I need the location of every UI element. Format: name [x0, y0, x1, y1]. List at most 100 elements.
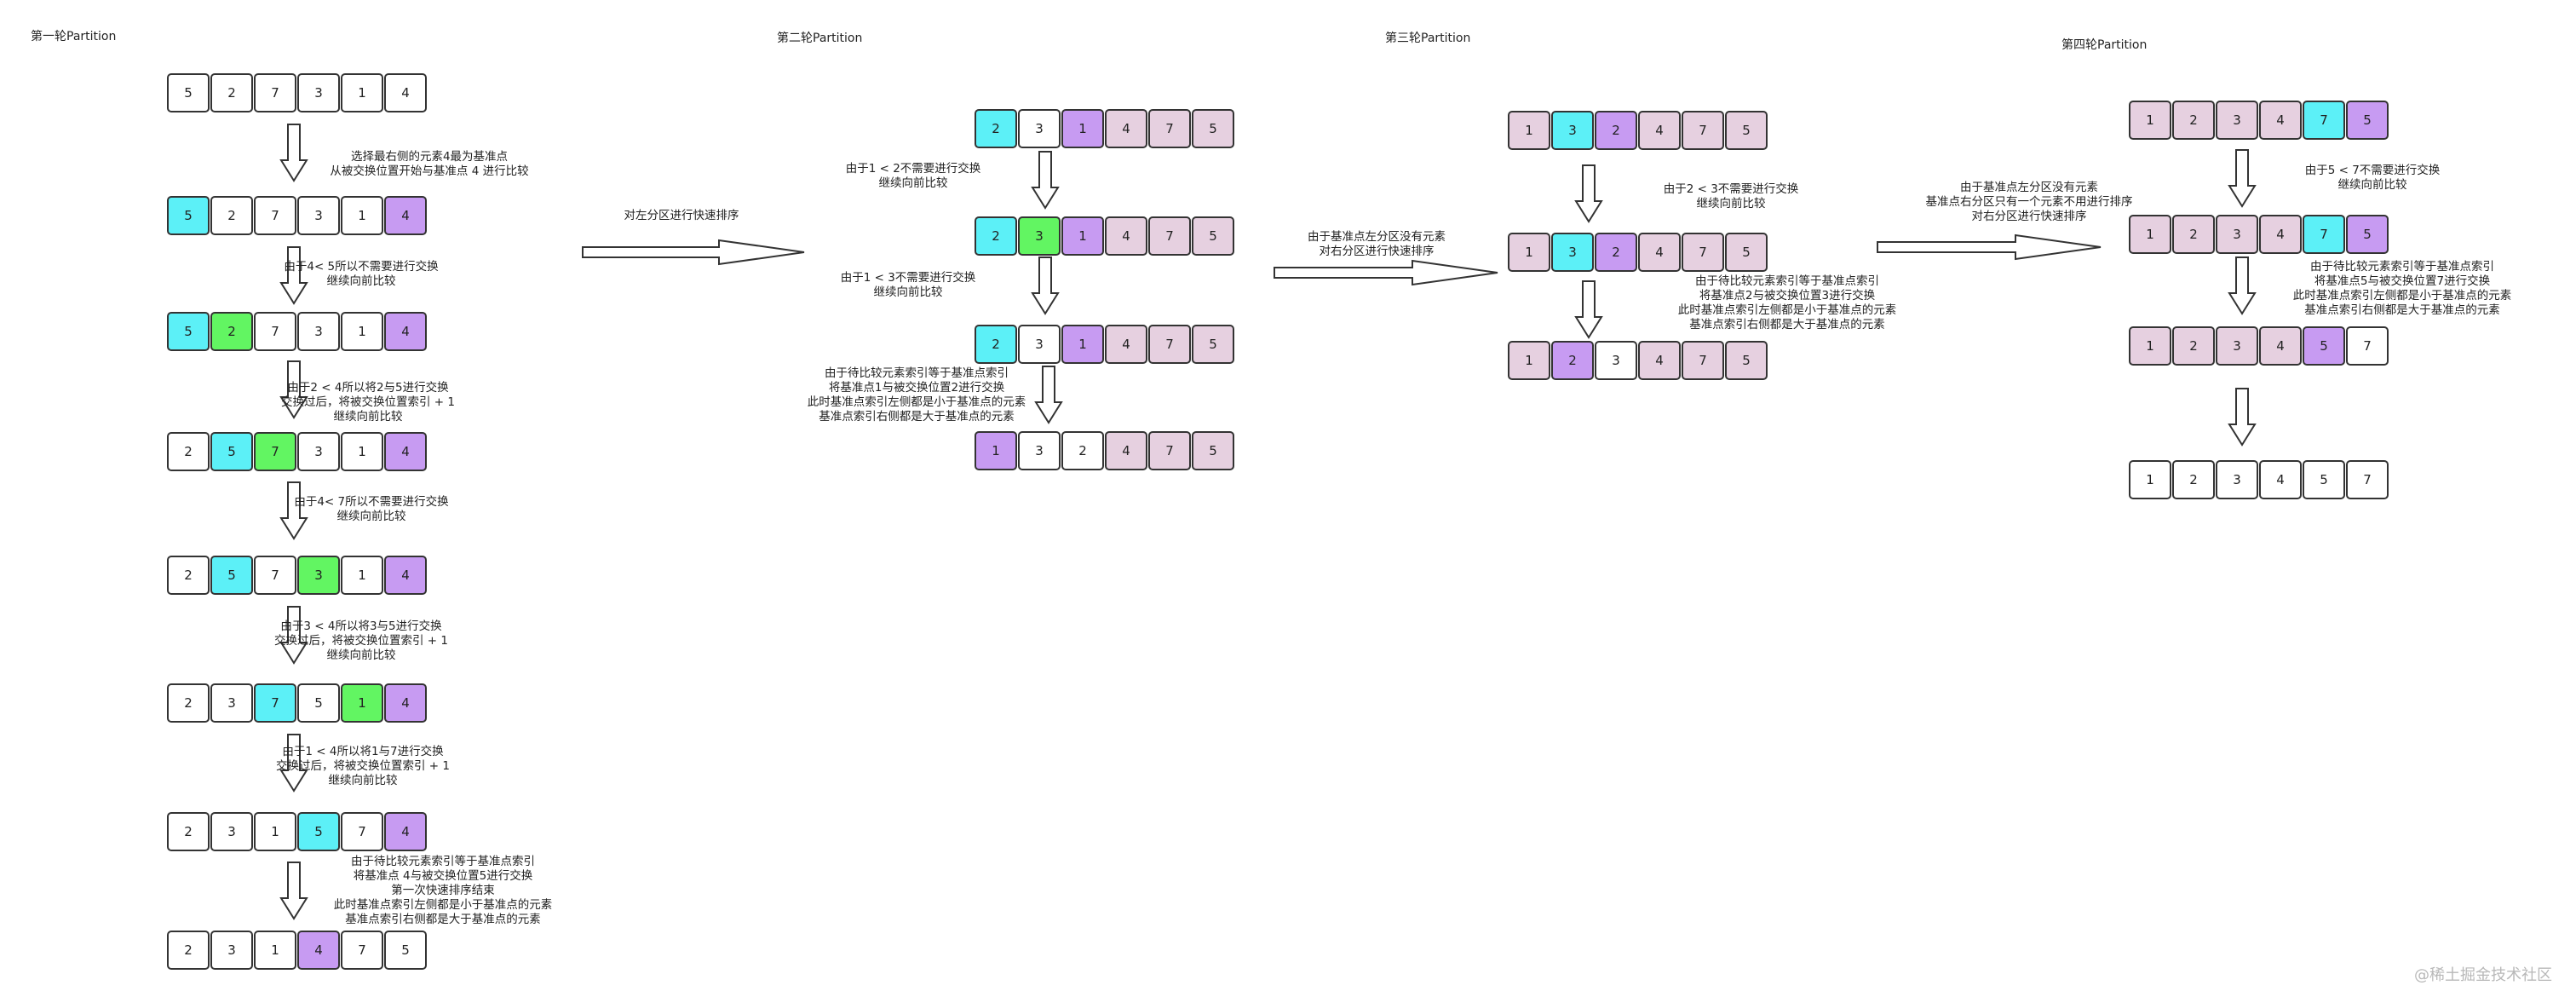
array-cell: 1 — [1508, 111, 1550, 150]
array-cell: 1 — [975, 431, 1017, 470]
note-line: 基准点右分区只有一个元素不用进行排序 — [1925, 195, 2133, 209]
array-cell: 7 — [1682, 233, 1724, 272]
watermark: @稀土掘金技术社区 — [2414, 966, 2552, 984]
array-cell: 7 — [254, 556, 296, 595]
note-line: 由于4< 7所以不需要进行交换 — [294, 495, 449, 509]
note-line: 由于待比较元素索引等于基准点索引 — [351, 855, 535, 868]
array-cell: 3 — [2216, 215, 2258, 254]
array-cell: 1 — [341, 556, 383, 595]
array-cell: 7 — [254, 73, 296, 112]
note-line: 继续向前比较 — [2337, 178, 2407, 192]
down-arrow-icon — [279, 124, 308, 182]
array-cell: 4 — [1105, 216, 1147, 256]
array-cell: 7 — [254, 683, 296, 723]
right-arrow-icon — [582, 239, 805, 266]
note-line: 由于2 < 3不需要进行交换 — [1663, 182, 1799, 196]
right-arrow-icon — [1877, 233, 2102, 261]
array-cell: 7 — [1148, 216, 1191, 256]
array-cell: 1 — [2129, 460, 2171, 499]
note-line: 将基准点 4与被交换位置5进行交换 — [353, 869, 533, 883]
step-note: 由于待比较元素索引等于基准点索引将基准点5与被交换位置7进行交换此时基准点索引左… — [2293, 260, 2512, 318]
array-cell: 4 — [2259, 326, 2302, 366]
array-cell: 2 — [210, 196, 253, 235]
note-line: 此时基准点索引左侧都是小于基准点的元素 — [807, 395, 1026, 409]
array-cell: 4 — [2259, 215, 2302, 254]
array-cell: 7 — [2346, 460, 2389, 499]
array-cell: 2 — [1551, 341, 1594, 380]
array-cell: 5 — [384, 931, 427, 970]
array-cell: 4 — [1638, 233, 1681, 272]
array-cell: 3 — [1551, 233, 1594, 272]
array-cell: 7 — [1148, 431, 1191, 470]
note-line: 继续向前比较 — [336, 510, 406, 523]
note-line: 此时基准点索引左侧都是小于基准点的元素 — [2292, 289, 2512, 303]
note-line: 继续向前比较 — [878, 176, 948, 190]
array-cell: 3 — [2216, 326, 2258, 366]
array-cell: 5 — [1192, 109, 1234, 148]
array-cell: 1 — [341, 312, 383, 351]
note-line: 基准点索引右侧都是大于基准点的元素 — [2304, 303, 2500, 317]
array-cell: 4 — [384, 432, 427, 471]
array-cell: 2 — [167, 432, 210, 471]
array-cell: 4 — [297, 931, 340, 970]
array-cell: 4 — [1105, 431, 1147, 470]
step-note: 对左分区进行快速排序 — [624, 209, 739, 223]
array-cell: 3 — [297, 312, 340, 351]
array-cell: 5 — [297, 812, 340, 851]
array-cell: 3 — [210, 812, 253, 851]
note-line: 对右分区进行快速排序 — [1971, 210, 2087, 223]
array-cell: 5 — [1192, 325, 1234, 364]
note-line: 继续向前比较 — [333, 410, 403, 424]
note-line: 由于3 < 4所以将3与5进行交换 — [280, 620, 442, 633]
array-cell: 3 — [297, 556, 340, 595]
array-cell: 2 — [210, 312, 253, 351]
array-cell: 4 — [1105, 325, 1147, 364]
array-cell: 2 — [167, 683, 210, 723]
step-note: 由于4< 5所以不需要进行交换继续向前比较 — [284, 260, 438, 289]
array-cell: 7 — [254, 432, 296, 471]
array-cell: 2 — [167, 556, 210, 595]
array-cell: 2 — [1595, 233, 1637, 272]
right-arrow-icon — [1274, 259, 1498, 286]
array-cell: 4 — [384, 683, 427, 723]
array-cell: 2 — [2172, 460, 2215, 499]
note-line: 由于4< 5所以不需要进行交换 — [284, 260, 439, 274]
note-line: 由于1 < 4所以将1与7进行交换 — [282, 745, 444, 758]
array-cell: 2 — [975, 109, 1017, 148]
array-cell: 2 — [210, 73, 253, 112]
array-cell: 3 — [297, 432, 340, 471]
round-title: 第三轮Partition — [1385, 32, 1471, 45]
down-arrow-icon — [279, 734, 308, 792]
array-cell: 4 — [1638, 341, 1681, 380]
note-line: 对左分区进行快速排序 — [624, 209, 739, 222]
array-cell: 7 — [2303, 101, 2345, 140]
step-note: 由于2 < 3不需要进行交换继续向前比较 — [1664, 182, 1799, 211]
array-cell: 2 — [167, 931, 210, 970]
down-arrow-icon — [279, 481, 308, 540]
note-line: 交换过后，将被交换位置索引 + 1 — [274, 634, 448, 648]
down-arrow-icon — [2228, 256, 2257, 315]
array-cell: 4 — [384, 812, 427, 851]
step-note: 由于1 < 3不需要进行交换继续向前比较 — [841, 271, 976, 300]
array-cell: 4 — [1105, 109, 1147, 148]
array-cell: 1 — [1508, 233, 1550, 272]
array-cell: 2 — [1595, 111, 1637, 150]
note-line: 交换过后，将被交换位置索引 + 1 — [281, 395, 455, 409]
note-line: 由于1 < 3不需要进行交换 — [840, 271, 976, 285]
note-line: 将基准点2与被交换位置3进行交换 — [1699, 289, 1876, 303]
step-note: 由于5 < 7不需要进行交换继续向前比较 — [2305, 164, 2441, 193]
array-cell: 3 — [1551, 111, 1594, 150]
note-line: 继续向前比较 — [328, 774, 398, 787]
note-line: 对右分区进行快速排序 — [1319, 245, 1435, 258]
array-cell: 1 — [341, 196, 383, 235]
array-cell: 4 — [384, 312, 427, 351]
